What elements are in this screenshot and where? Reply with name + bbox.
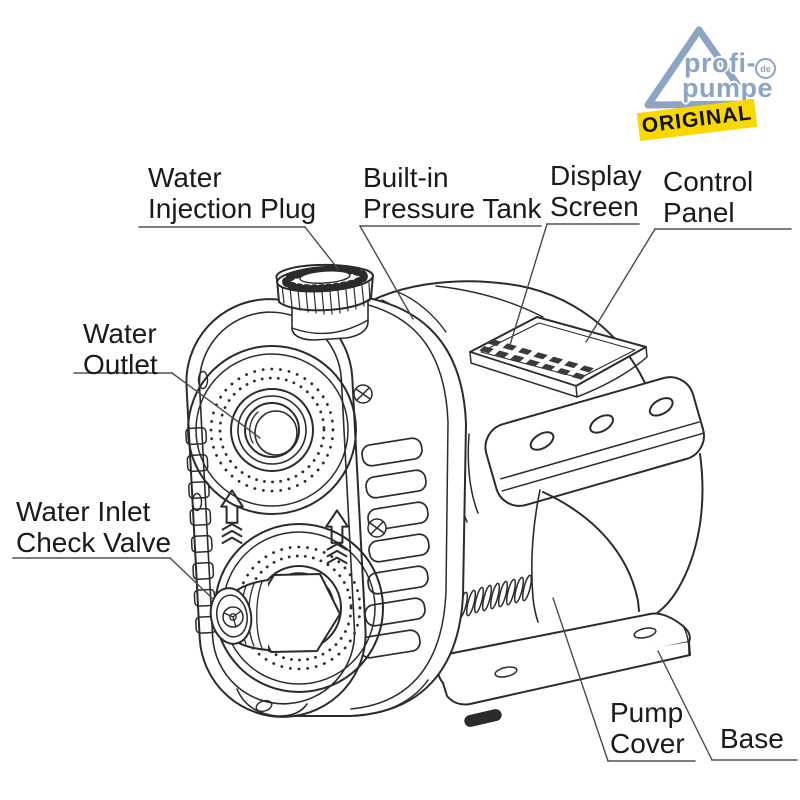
- label-line: Display: [550, 160, 642, 191]
- label-base: Base: [720, 723, 784, 754]
- label-line: Built-in: [363, 162, 449, 193]
- label-pump-cover: Pump Cover: [610, 697, 685, 759]
- label-built-in-pressure-tank: Built-in Pressure Tank: [363, 162, 541, 224]
- display-segments: [479, 339, 594, 380]
- leader-lines: [169, 223, 713, 762]
- brand-logo: profi- pumpe de ORIGINAL: [628, 18, 800, 153]
- flow-direction-arrow-icon: [220, 489, 349, 565]
- label-line: Pump: [610, 697, 684, 728]
- label-line: Check Valve: [16, 527, 172, 558]
- water-outlet-port: [187, 345, 357, 515]
- label-line: Pressure Tank: [363, 193, 542, 224]
- label-display-screen: Display Screen: [550, 160, 642, 222]
- label-line: Control: [663, 166, 754, 197]
- label-control-panel: Control Panel: [663, 166, 753, 228]
- base-plate: [436, 612, 691, 727]
- front-cover-screws: [353, 384, 387, 538]
- brand-name-line1: profi-: [684, 48, 756, 78]
- label-line: Base: [720, 723, 784, 754]
- front-cover: [185, 298, 367, 718]
- label-underlines: [12, 223, 798, 762]
- label-line: Water: [83, 318, 157, 349]
- water-injection-plug-cap: [275, 263, 374, 341]
- label-line: Outlet: [83, 349, 158, 380]
- handle: [453, 376, 705, 523]
- label-water-outlet: Water Outlet: [83, 318, 158, 380]
- label-line: Screen: [550, 191, 639, 222]
- label-line: Water Inlet: [16, 496, 151, 527]
- label-line: Water: [148, 162, 222, 193]
- label-water-injection-plug: Water Injection Plug: [148, 162, 316, 224]
- label-line: Panel: [663, 197, 735, 228]
- motor-body: [531, 453, 704, 623]
- check-valve-fitting: [209, 573, 341, 653]
- brand-name-line2: pumpe: [682, 73, 774, 103]
- label-water-inlet-check-valve: Water Inlet Check Valve: [16, 496, 171, 558]
- label-line: Injection Plug: [148, 193, 317, 224]
- label-line: Cover: [610, 728, 685, 759]
- brand-registered-mark: de: [755, 58, 776, 79]
